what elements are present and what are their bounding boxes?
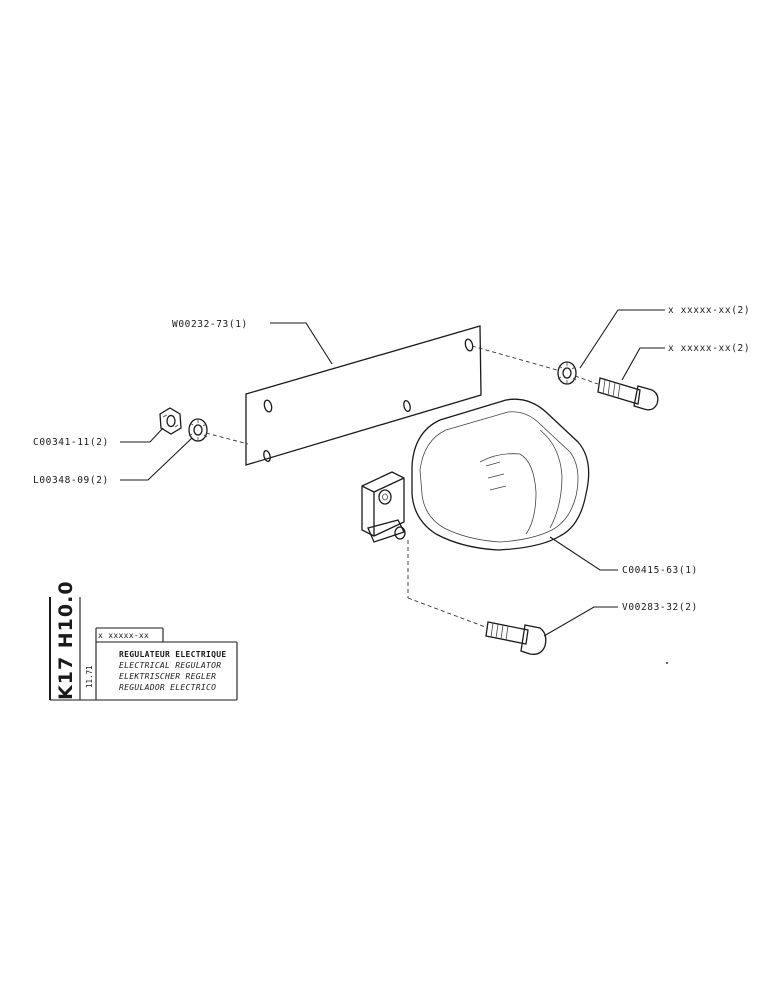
title-ref: x xxxxx-xx bbox=[98, 631, 149, 640]
scan-speck bbox=[666, 662, 668, 664]
assembly-axis-lines bbox=[205, 345, 599, 629]
leader-lines bbox=[120, 309, 665, 637]
lock-washer-top bbox=[557, 361, 577, 385]
title-line-fr: REGULATEUR ELECTRIQUE bbox=[119, 650, 226, 659]
label-screw-bottom: V00283-32(2) bbox=[622, 602, 698, 613]
label-washer-top: x xxxxx-xx(2) bbox=[668, 305, 750, 316]
label-lock-washer: L00348-09(2) bbox=[33, 475, 109, 486]
screw-bottom bbox=[485, 621, 547, 655]
title-line-de: ELEKTRISCHER REGLER bbox=[119, 672, 216, 681]
title-date: 11.71 bbox=[85, 665, 94, 688]
screw-top bbox=[597, 377, 659, 411]
mounting-plate bbox=[245, 325, 482, 466]
label-nut: C00341-11(2) bbox=[33, 437, 109, 448]
label-regulator: C00415-63(1) bbox=[622, 565, 698, 576]
title-line-en: ELECTRICAL REGULATOR bbox=[119, 661, 221, 670]
title-block: K17 H10.0 11.71 x xxxxx-xx REGULATEUR EL… bbox=[49, 580, 238, 701]
title-line-es: REGULADOR ELECTRICO bbox=[119, 683, 216, 692]
electrical-regulator bbox=[361, 398, 590, 551]
lock-washer-left bbox=[188, 418, 208, 442]
label-plate: W00232-73(1) bbox=[172, 319, 248, 330]
label-screw-top: x xxxxx-xx(2) bbox=[668, 343, 750, 354]
hex-nut bbox=[159, 407, 182, 435]
kit-code: K17 H10.0 bbox=[55, 580, 77, 700]
